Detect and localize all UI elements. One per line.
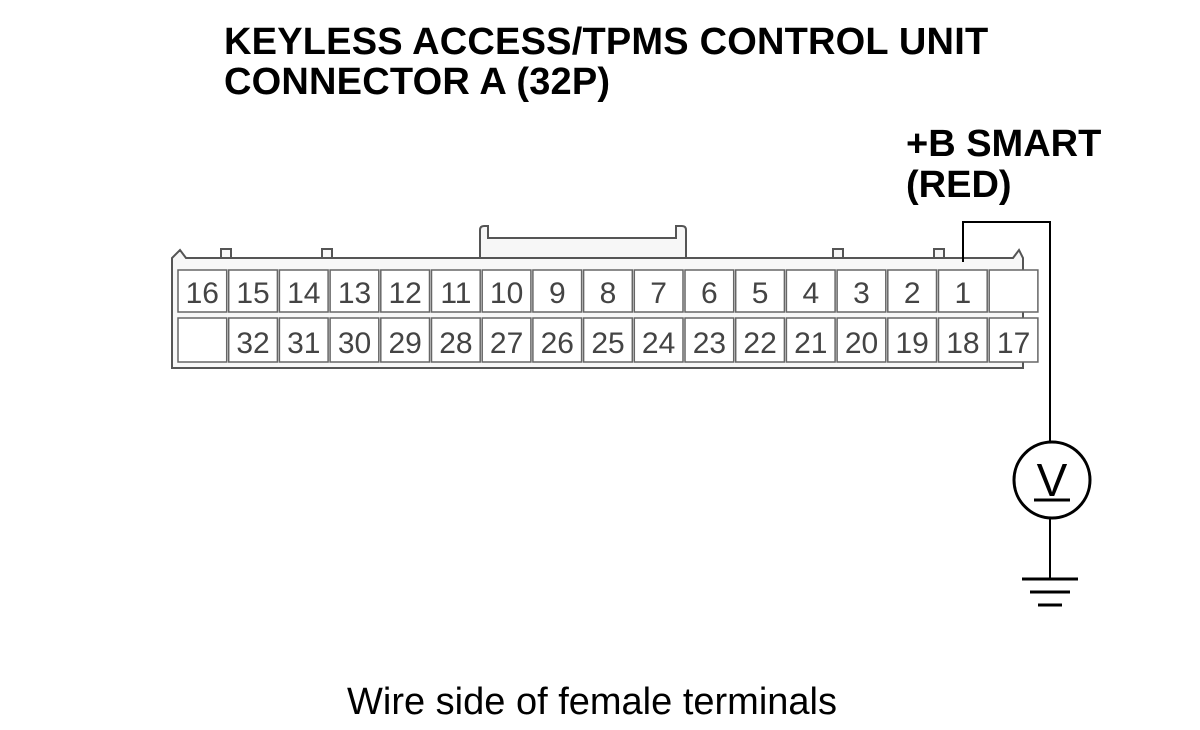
pin-cell [430,269,481,313]
pin-number: 6 [701,277,718,310]
pin-number: 10 [490,277,523,310]
pin-number: 1 [955,277,972,310]
pin-number: 29 [389,327,422,360]
pin-number: 9 [549,277,566,310]
housing-nub [220,248,232,259]
pin-cell [582,269,634,313]
pin-cell [988,269,1039,313]
pin-number: 4 [802,277,819,310]
pin-cell [785,269,836,313]
pin-cell [734,269,786,313]
wire-label-line-2: (RED) [906,164,1012,206]
pin-number: 17 [997,327,1030,360]
pin-cell [734,317,786,363]
pin-number: 14 [287,277,320,310]
pin-cell [937,317,988,363]
wire-pin1-to-meter [962,221,1051,442]
pin-number: 2 [904,277,921,310]
pin-number: 32 [236,327,269,360]
pin-cell [988,317,1039,363]
housing-nub [832,248,844,259]
pin-number: 3 [853,277,870,310]
pin-cell [836,317,887,363]
pin-cell [887,317,938,363]
pin-cell [227,269,279,313]
pin-cell [278,317,329,363]
pin-cell [380,317,431,363]
pin-cell [430,317,481,363]
pin-number: 19 [896,327,929,360]
pin-number: 27 [490,327,523,360]
housing-nub [321,248,333,259]
pin-cell [481,269,532,313]
title-line-2: CONNECTOR A (32P) [224,61,611,103]
pin-cell [785,317,836,363]
pin-number: 11 [440,277,471,310]
pin-number: 31 [287,327,320,360]
pin-number: 26 [541,327,574,360]
pin-number: 5 [752,277,769,310]
pin-cell [684,317,735,363]
diagram-title: KEYLESS ACCESS/TPMS CONTROL UNIT CONNECT… [224,22,988,102]
diagram-caption: Wire side of female terminals [347,681,837,723]
pin-number: 12 [389,277,422,310]
pin-cell [836,269,887,313]
pin-cell [329,317,380,363]
pin-number: 8 [600,277,617,310]
voltmeter-symbol: V [1037,454,1068,506]
pin-cell [177,269,228,313]
pin-number: 7 [650,277,667,310]
pin-number: 25 [591,327,624,360]
pin-number: 23 [693,327,726,360]
pin-cell [481,317,532,363]
pin-cell [329,269,380,313]
pin-cell [532,269,583,313]
pin-number: 13 [338,277,371,310]
connector-bottom-row: 32 31 30 29 28 27 26 25 24 23 22 21 20 19 18 17 [177,317,1039,363]
pin-number: 18 [946,327,979,360]
pin-number: 22 [743,327,776,360]
pin-cell [633,317,684,363]
pin-number: 16 [186,277,219,310]
housing-nub [933,248,945,259]
voltmeter-icon: V [1012,440,1092,520]
pin-cell [684,269,735,313]
pin-number: 21 [794,327,827,360]
pin-cell [937,269,988,313]
ground-icon [1022,577,1078,607]
pin-number: 28 [439,327,472,360]
pin-cell [380,269,431,313]
lock-tab [479,225,687,258]
title-line-1: KEYLESS ACCESS/TPMS CONTROL UNIT [224,21,989,63]
wire-label-line-1: +B SMART [906,123,1102,165]
pin-number: 24 [642,327,675,360]
pin-number: 30 [338,327,371,360]
pin-cell [582,317,634,363]
pin-cell [887,269,938,313]
pin-cell [532,317,583,363]
pin-cell [227,317,279,363]
pin-number: 15 [236,277,269,310]
pin-number: 20 [845,327,878,360]
pin-cell [177,317,228,363]
pin-cell [633,269,684,313]
pin-cell [278,269,329,313]
wire-label: +B SMART (RED) [906,124,1101,206]
